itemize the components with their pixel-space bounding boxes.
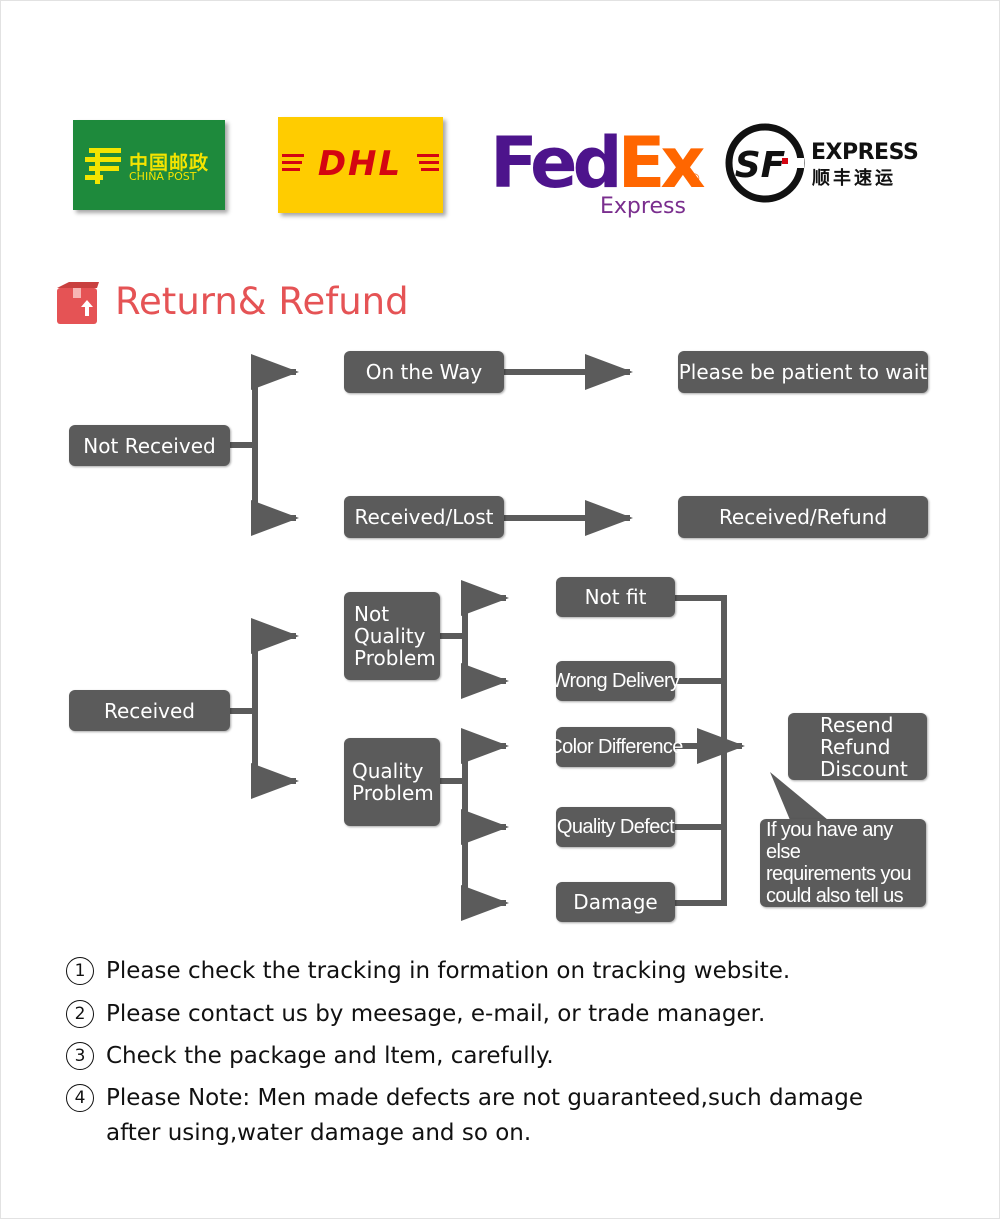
china-post-en: CHINA POST bbox=[129, 170, 197, 183]
box-received-lost: Received/Lost bbox=[344, 496, 504, 538]
note-text: Check the package and ltem, carefully. bbox=[106, 1043, 554, 1069]
china-post-logo: 中国邮政 CHINA POST bbox=[73, 120, 225, 210]
note-number: 4 bbox=[66, 1084, 94, 1112]
fedex-fed: Fed bbox=[490, 122, 623, 204]
china-post-zh: 中国邮政 bbox=[129, 152, 210, 174]
dhl-text: DHL bbox=[318, 144, 402, 184]
box-received: Received bbox=[69, 690, 230, 731]
callout-requirements: If you have any else requirements you co… bbox=[760, 819, 926, 907]
fedex-logo: FedEx bbox=[490, 122, 706, 204]
note-number: 3 bbox=[66, 1042, 94, 1070]
note-text: Please contact us by meesage, e-mail, or… bbox=[106, 1001, 766, 1027]
dhl-logo: DHL bbox=[278, 117, 443, 213]
box-wrong-delivery: Wrong Delivery bbox=[552, 661, 680, 701]
note-text: Please check the tracking in formation o… bbox=[106, 958, 791, 984]
fedex-registered-mark: ® bbox=[688, 172, 701, 187]
box-color-difference: Color Difference bbox=[548, 727, 683, 767]
package-return-icon bbox=[57, 282, 99, 324]
fedex-ex: Ex bbox=[617, 122, 706, 204]
box-please-wait: Please be patient to wait bbox=[678, 351, 928, 393]
box-on-the-way: On the Way bbox=[344, 351, 504, 393]
box-quality-problem: Quality Problem bbox=[344, 738, 440, 826]
sf-express-text: EXPRESS bbox=[811, 140, 919, 165]
fedex-express: Express bbox=[600, 194, 686, 219]
sf-zh-text: 顺丰速运 bbox=[812, 168, 896, 189]
box-damage: Damage bbox=[556, 882, 675, 922]
dhl-mark: DHL bbox=[282, 144, 439, 184]
note-4: 4 Please Note: Men made defects are not g… bbox=[66, 1084, 863, 1112]
note-text: Please Note: Men made defects are not gu… bbox=[106, 1085, 864, 1111]
china-post-emblem-icon bbox=[85, 148, 121, 184]
section-title: Return& Refund bbox=[115, 280, 409, 323]
note-number: 1 bbox=[66, 957, 94, 985]
box-resend-refund-discount: Resend Refund Discount bbox=[788, 713, 927, 780]
note-number: 2 bbox=[66, 1000, 94, 1028]
note-1: 1 Please check the tracking in formation … bbox=[66, 957, 790, 985]
sf-emblem-icon: SF bbox=[725, 123, 805, 203]
callout-pointer bbox=[770, 772, 828, 820]
note-4-continuation: after using,water damage and so on. bbox=[106, 1120, 532, 1146]
box-not-received: Not Received bbox=[69, 425, 230, 466]
note-3: 3 Check the package and ltem, carefully. bbox=[66, 1042, 554, 1070]
box-quality-defect: Quality Defect bbox=[556, 807, 675, 847]
box-not-quality-problem: Not Quality Problem bbox=[344, 592, 440, 680]
box-received-refund: Received/Refund bbox=[678, 496, 928, 538]
box-not-fit: Not fit bbox=[556, 577, 675, 617]
sf-emblem-text: SF bbox=[735, 145, 786, 186]
note-2: 2 Please contact us by meesage, e-mail, o… bbox=[66, 1000, 765, 1028]
